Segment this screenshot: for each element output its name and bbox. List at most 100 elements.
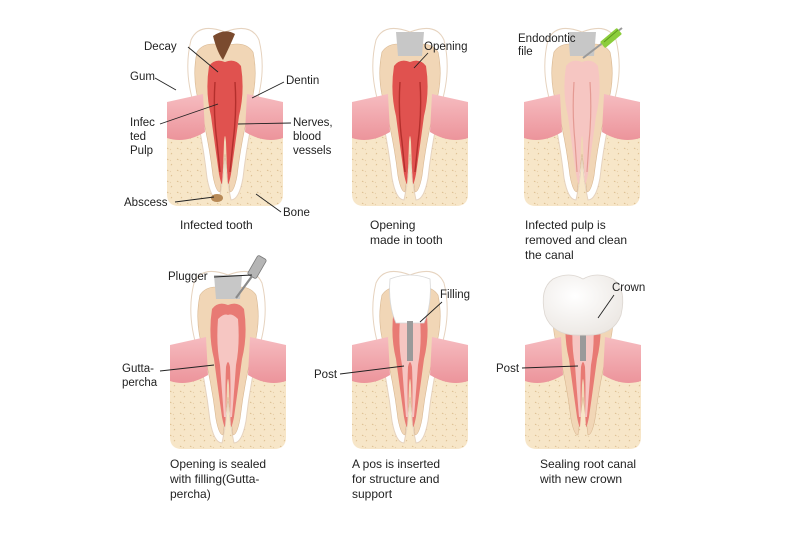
caption-line: Infected tooth [180, 218, 253, 232]
label-line: Endodontic [518, 33, 576, 45]
caption-line: with filling(Gutta- [169, 472, 259, 486]
label-line: Crown [612, 282, 645, 294]
label-post-1: Post [314, 365, 405, 381]
label-line: file [518, 46, 533, 58]
label-line: ted [130, 131, 146, 143]
svg-text:Filling: Filling [440, 289, 470, 301]
label-line: Gum [130, 71, 155, 83]
gum-left [525, 337, 563, 383]
svg-text:Plugger: Plugger [168, 271, 208, 283]
label-gum: Gum [130, 71, 177, 91]
decay-illustration [213, 31, 235, 60]
gum-right [248, 337, 286, 383]
label-endodontic-file: Endodontic file [518, 33, 579, 58]
label-filling: Filling [419, 289, 470, 323]
gum-right [245, 94, 283, 140]
label-bone: Bone [255, 193, 310, 219]
label-line: Dentin [286, 75, 319, 87]
panel-infected-tooth [167, 27, 283, 206]
label-line: Post [496, 363, 520, 375]
label-line: Gutta- [122, 363, 154, 375]
gum-right [603, 337, 641, 383]
label-post-2: Post [496, 363, 579, 375]
label-crown: Crown [597, 282, 645, 319]
gum-left [352, 337, 390, 383]
svg-text:Infec ted Pulp: Infec ted Pulp [130, 117, 158, 157]
svg-text:Gutta- percha: Gutta- percha [122, 363, 158, 389]
svg-text:Opening: Opening [424, 41, 467, 53]
caption-new-crown: Sealing root canal with new crown [539, 457, 639, 486]
panel-opening [352, 27, 468, 206]
abscess-illustration [211, 194, 223, 202]
caption-line: for structure and [352, 472, 439, 486]
label-line: percha [122, 377, 158, 389]
caption-opening: Opening made in tooth [370, 218, 443, 247]
post-illustration [580, 321, 586, 361]
label-line: vessels [293, 145, 332, 157]
label-line: Bone [283, 207, 310, 219]
gum-left [167, 94, 205, 140]
opening-illustration [214, 275, 242, 299]
label-dentin: Dentin [251, 75, 319, 99]
svg-text:Gum: Gum [130, 71, 155, 83]
label-text: Decay [144, 41, 177, 53]
label-line: Nerves, [293, 117, 333, 129]
caption-line: Opening [370, 218, 415, 232]
caption-clean-canal: Infected pulp is removed and clean the c… [525, 218, 630, 262]
svg-text:Bone: Bone [283, 207, 310, 219]
caption-line: support [352, 487, 393, 501]
label-plugger: Plugger [168, 271, 253, 283]
label-nerves: Nerves, blood vessels [237, 117, 336, 157]
gum-right [430, 94, 468, 140]
opening-illustration [396, 32, 424, 56]
label-opening: Opening [413, 41, 467, 69]
panel-clean-canal [524, 27, 640, 206]
gum-right [430, 337, 468, 383]
gum-left [524, 94, 562, 140]
caption-line: removed and clean [525, 233, 627, 247]
caption-line: Sealing root canal [540, 457, 636, 471]
gum-right [602, 94, 640, 140]
svg-text:Crown: Crown [612, 282, 645, 294]
caption-line: made in tooth [370, 233, 443, 247]
svg-text:Nerves, blood vess: Nerves, blood vessels [293, 117, 336, 157]
panel-new-crown [525, 274, 641, 449]
caption-line: Infected pulp is [525, 218, 606, 232]
caption-line: A pos is inserted [352, 457, 440, 471]
caption-gutta-percha: Opening is sealed with filling(Gutta- pe… [169, 457, 269, 501]
caption-line: the canal [525, 248, 574, 262]
panel-post-filling [352, 270, 468, 449]
label-gutta-percha: Gutta- percha [122, 363, 215, 389]
label-abscess: Abscess [124, 196, 215, 209]
plugger-illustration [235, 255, 267, 299]
caption-post-filling: A pos is inserted for structure and supp… [352, 457, 443, 501]
svg-text:Abscess: Abscess [124, 197, 168, 209]
label-line: Filling [440, 289, 470, 301]
crown-illustration [542, 274, 624, 336]
label-line: Pulp [130, 145, 153, 157]
label-infected-pulp: Infec ted Pulp [130, 103, 219, 157]
label-line: Plugger [168, 271, 208, 283]
label-line: Infec [130, 117, 155, 129]
caption-line: Opening is sealed [170, 457, 266, 471]
label-decay: Decay [144, 41, 219, 73]
svg-text:Dentin: Dentin [286, 75, 319, 87]
caption-infected-tooth: Infected tooth [180, 218, 253, 232]
label-line: Decay [144, 41, 177, 53]
svg-text:Post: Post [496, 363, 520, 375]
label-line: blood [293, 131, 321, 143]
opening-illustration [568, 32, 596, 56]
label-line: Abscess [124, 197, 168, 209]
caption-line: with new crown [539, 472, 622, 486]
label-line: Post [314, 369, 338, 381]
post-illustration [407, 321, 413, 361]
caption-line: percha) [170, 487, 211, 501]
filling-illustration [389, 274, 431, 324]
panel-gutta-percha [170, 270, 286, 449]
label-line: Opening [424, 41, 467, 53]
svg-text:Endodontic file: Endodontic file [518, 33, 579, 58]
svg-text:Post: Post [314, 369, 338, 381]
gum-left [352, 94, 390, 140]
gum-left [170, 337, 208, 383]
